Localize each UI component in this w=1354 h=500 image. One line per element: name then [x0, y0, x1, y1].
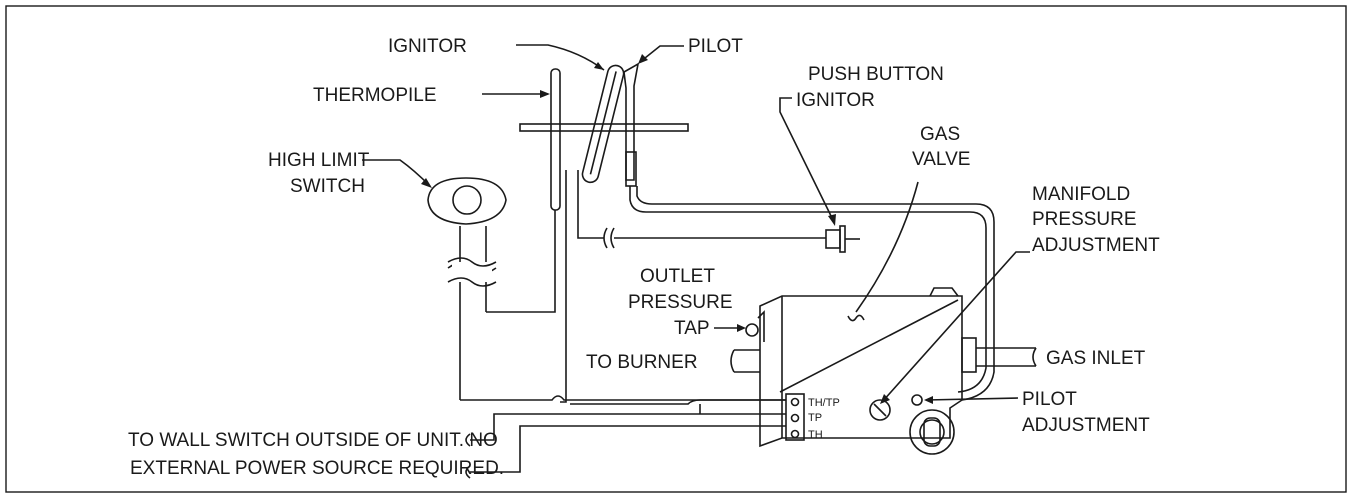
- label-switch: SWITCH: [290, 176, 365, 197]
- terminal-th: TH: [808, 429, 823, 441]
- label-valve: VALVE: [912, 149, 970, 170]
- label-pilot-adjustment-2: ADJUSTMENT: [1022, 415, 1150, 436]
- labels: IGNITOR PILOT THERMOPILE PUSH BUTTON IGN…: [128, 36, 1160, 479]
- push-button-ignitor: [825, 225, 860, 253]
- label-push-button-ignitor: IGNITOR: [796, 90, 875, 111]
- label-outlet-pressure: PRESSURE: [628, 292, 733, 313]
- ignitor-lead: [577, 170, 604, 239]
- label-gas: GAS: [920, 124, 960, 145]
- pilot-assembly: [519, 62, 995, 401]
- pilot-tube-inner: [636, 186, 995, 401]
- label-pilot-adjustment: PILOT: [1022, 389, 1077, 410]
- label-push-button: PUSH BUTTON: [808, 64, 944, 85]
- leader-lines: [362, 44, 1030, 404]
- label-outlet: OUTLET: [640, 266, 715, 287]
- label-manifold: MANIFOLD: [1032, 184, 1130, 205]
- high-limit-switch: [427, 177, 556, 400]
- label-manifold-pressure: PRESSURE: [1032, 209, 1137, 230]
- label-thermopile: THERMOPILE: [313, 85, 437, 106]
- pilot-bracket: [519, 123, 689, 132]
- terminal-tp: TP: [808, 412, 822, 424]
- label-ignitor: IGNITOR: [388, 36, 467, 57]
- label-to-burner: TO BURNER: [586, 352, 698, 373]
- terminal-th-tp: TH/TP: [808, 397, 840, 409]
- label-outlet-tap: TAP: [674, 318, 710, 339]
- wire-thermopile-lead: [560, 170, 567, 403]
- label-high-limit: HIGH LIMIT: [268, 150, 370, 171]
- wire-th-tp-upper: [460, 395, 690, 401]
- wall-switch-wires: [465, 404, 786, 479]
- pilot-body: [625, 151, 637, 187]
- gas-valve-body: [730, 287, 1037, 455]
- frame-border: [5, 5, 1347, 493]
- label-external-power: EXTERNAL POWER SOURCE REQUIRED.: [130, 458, 504, 479]
- pilot-tube-outer: [629, 186, 987, 393]
- label-manifold-adjustment: ADJUSTMENT: [1032, 235, 1160, 256]
- label-gas-inlet: GAS INLET: [1046, 348, 1146, 369]
- thermopile-rod: [550, 68, 561, 211]
- label-wall-switch: TO WALL SWITCH OUTSIDE OF UNIT. NO: [128, 430, 498, 451]
- label-pilot: PILOT: [688, 36, 743, 57]
- ignitor-electrode: [581, 64, 625, 184]
